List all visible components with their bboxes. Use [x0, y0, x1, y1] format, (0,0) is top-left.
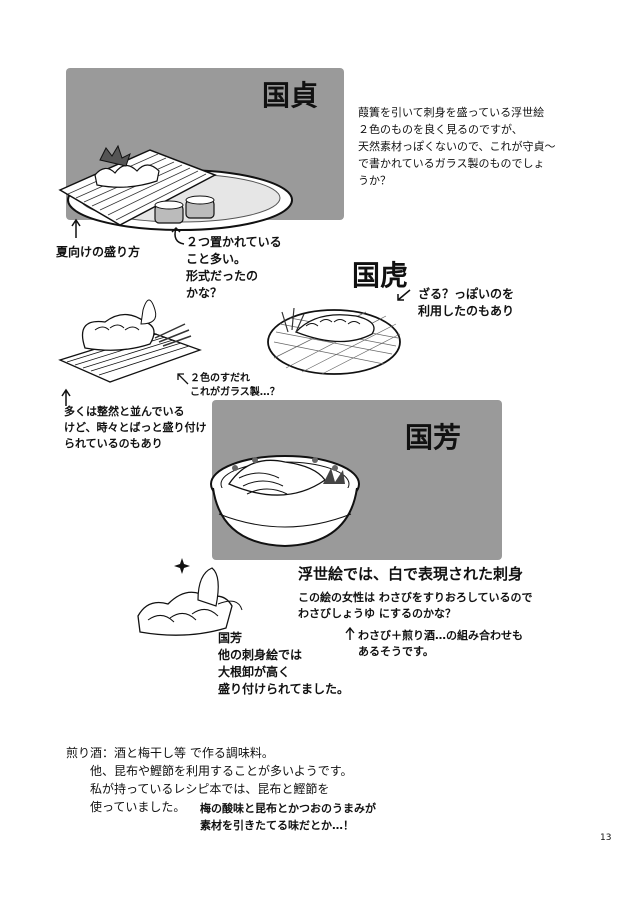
sudare-illustration: [58, 299, 202, 383]
zaru-illustration: [267, 307, 401, 375]
daikon-illustration: [137, 558, 243, 636]
arrow-icon: [71, 218, 81, 238]
footnote-line: 煎り酒：酒と梅干し等 で作る調味料。: [66, 746, 274, 760]
kuniyoshi-caption-irizake: わさび＋煎り酒…の組み合わせも あるそうです。: [358, 629, 523, 658]
footnote-line: 使っていました。: [90, 800, 186, 814]
kunisada-caption-kiri: 多くは整然と並んでいる けど、時々とばっと盛り付け られているのもあり: [64, 405, 207, 450]
kunitora-caption-zaru: ざる？っぽいのを 利用したのもあり: [418, 287, 515, 318]
arrow-icon: [345, 626, 355, 640]
kunisada-title: 国貞: [262, 79, 319, 112]
kuniyoshi-heading: 浮世絵では、白で表現された刺身: [298, 565, 524, 583]
footnote-line: 他、昆布や鰹節を利用することが多いようです。: [90, 764, 353, 778]
footnote: 煎り酒：酒と梅干し等 で作る調味料。 他、昆布や鰹節を利用することが多いようです…: [66, 744, 486, 816]
kuniyoshi-bowl-illustration: [210, 455, 360, 548]
footnote-handwritten: 梅の酸味と昆布とかつおのうまみが 素材を引きたてる味だとか…！: [200, 802, 376, 832]
kunisada-caption-two: ２つ置かれている こと多い。 形式だったの かな？: [186, 235, 282, 300]
kunisada-plate-illustration: [58, 144, 293, 231]
kunisada-caption-sudare: ２色のすだれ これがガラス製…？: [190, 373, 280, 398]
arrow-icon: [397, 289, 411, 301]
kuniyoshi-title: 国芳: [405, 421, 462, 454]
kunitora-title: 国虎: [352, 259, 409, 292]
kuniyoshi-caption-wasabi: この絵の女性は わさびをすりおろしているので わさびしょうゆ にするのかな？: [298, 591, 533, 620]
page-number: 13: [600, 833, 612, 843]
arrow-icon: [177, 373, 189, 385]
kunisada-description: 葭簀を引いて刺身を盛っている浮世絵 ２色のものを良く見るのですが、 天然素材っぽ…: [358, 106, 556, 187]
kunisada-caption-summer: 夏向けの盛り方: [56, 245, 141, 259]
arrow-icon: [61, 388, 71, 406]
curved-arrow-icon: [171, 226, 185, 245]
footnote-line: 私が持っているレシピ本では、昆布と鰹節を: [90, 782, 330, 796]
kuniyoshi-caption-daikon: 国芳 他の刺身絵では 大根卸が高く 盛り付けられてました。: [218, 631, 350, 696]
